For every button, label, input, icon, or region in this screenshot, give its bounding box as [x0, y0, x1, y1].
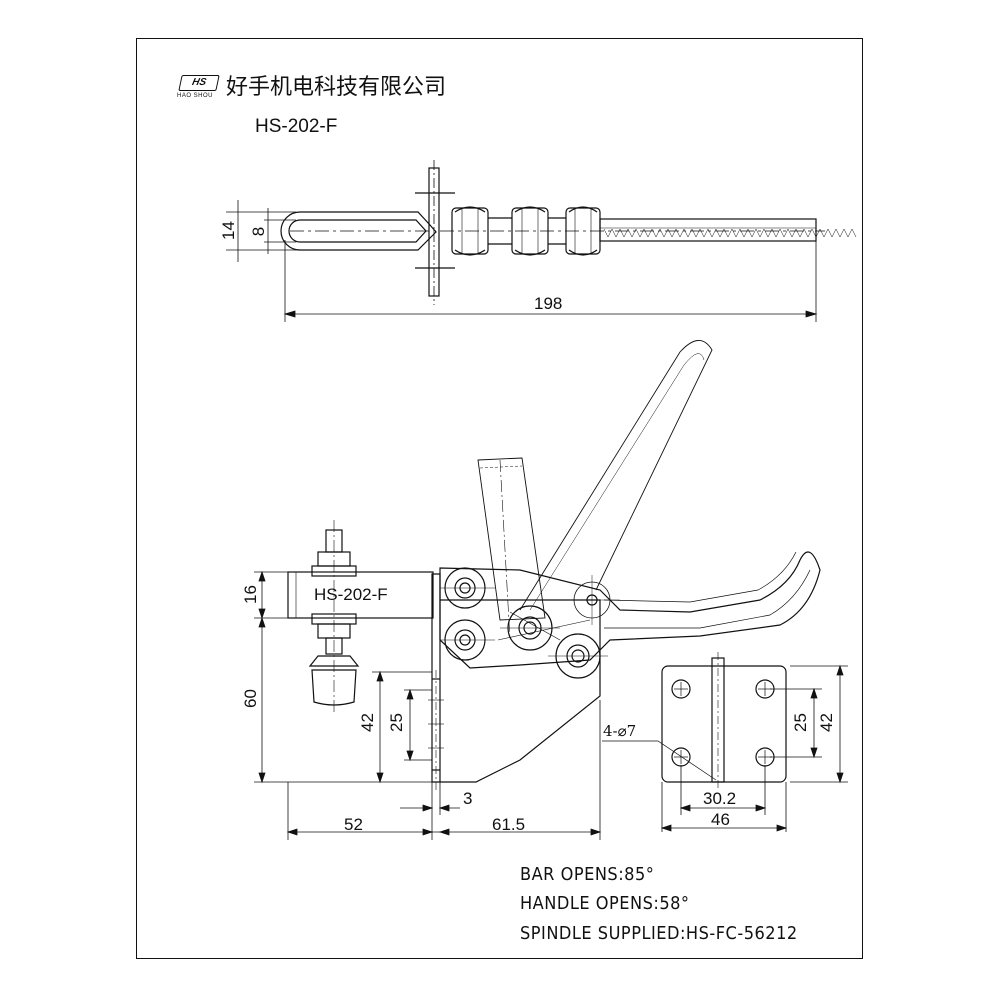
- dim-plate-25: 25: [790, 713, 810, 732]
- side-view-dimensions: [254, 570, 602, 840]
- top-view-dimensions: [226, 200, 818, 322]
- dim-side-25: 25: [386, 713, 406, 732]
- dim-side-42: 42: [357, 713, 377, 732]
- logo-subtitle: HAO SHOU: [177, 93, 214, 99]
- base-plate-dimensions: [660, 664, 848, 832]
- base-plate-view: [602, 652, 787, 790]
- spec-spindle-supplied: SPINDLE SUPPLIED:HS-FC-56212: [520, 923, 798, 944]
- spec-handle-opens: HANDLE OPENS:58°: [520, 893, 690, 914]
- dim-plate-42: 42: [816, 713, 836, 732]
- dim-side-16: 16: [240, 585, 260, 604]
- dim-side-52: 52: [344, 815, 363, 834]
- dim-top-198: 198: [534, 294, 563, 313]
- dim-side-61-5: 61.5: [492, 815, 526, 834]
- dim-side-60: 60: [240, 689, 260, 708]
- top-view-clamp: [280, 160, 857, 305]
- hole-callout: 4-⌀7: [603, 722, 637, 740]
- dim-side-3: 3: [463, 789, 473, 808]
- side-view-clamp: [287, 340, 821, 790]
- spec-bar-opens: BAR OPENS:85°: [520, 864, 655, 885]
- dim-plate-30-2: 30.2: [703, 789, 737, 808]
- dim-top-14: 14: [218, 221, 238, 240]
- company-name: 好手机电科技有限公司: [226, 75, 447, 100]
- drawing-frame: [136, 38, 863, 959]
- model-number: HS-202-F: [255, 116, 338, 137]
- dim-plate-46: 46: [711, 810, 730, 829]
- arm-model-label: HS-202-F: [314, 585, 388, 604]
- dim-top-8: 8: [249, 226, 269, 237]
